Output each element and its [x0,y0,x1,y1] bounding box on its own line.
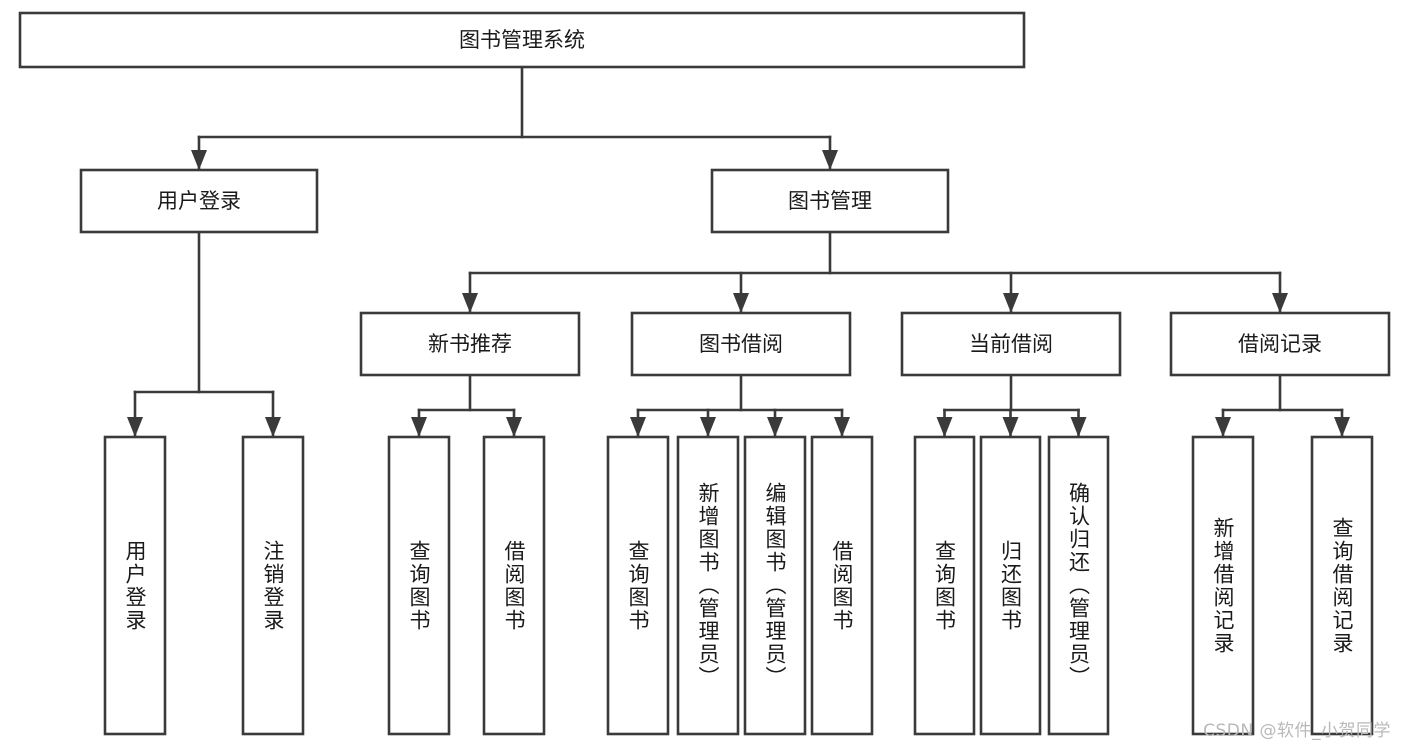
watermark-text: CSDN @软件_小贺同学 [1203,721,1391,741]
arrow-head-icon-leaf-query-book-3 [936,417,953,437]
node-box-leaf-add-book [676,435,740,736]
node-box-leaf-borrow-book-2 [810,435,874,736]
node-label-book-borrow: 图书借阅 [699,332,783,356]
node-label-borrow-record: 借阅记录 [1238,332,1322,356]
arrow-head-icon-book-borrow [733,293,749,313]
node-label-current-borrow: 当前借阅 [969,332,1053,356]
node-box-leaf-query-book-3 [913,435,976,736]
node-box-book-manage [710,168,950,234]
node-box-leaf-query-book-1 [387,435,451,736]
node-box-leaf-confirm-return [1047,435,1110,736]
arrow-head-icon-leaf-logout [265,417,281,437]
arrow-head-icon-leaf-confirm-return [1070,417,1087,437]
arrow-head-icon-leaf-query-record [1334,417,1350,437]
arrow-head-icon-leaf-borrow-book-1 [506,417,522,437]
arrow-head-icon-book-manage [822,150,838,170]
node-label-book-manage: 图书管理 [788,189,872,213]
node-box-root [18,11,1026,69]
connectors-layer [127,65,1350,439]
arrow-head-icon-new-book-rec [462,293,478,313]
arrow-head-icon-leaf-query-book-1 [411,417,427,437]
node-label-new-book-rec: 新书推荐 [428,332,512,356]
node-label-user-login: 用户登录 [157,189,241,213]
node-box-leaf-logout [241,435,305,736]
arrow-head-icon-leaf-user-login [127,417,143,437]
node-box-leaf-query-book-2 [606,435,670,736]
arrow-head-icon-leaf-query-book-2 [630,417,646,437]
arrow-head-icon-user-login [191,150,207,170]
node-box-current-borrow [900,311,1122,377]
arrow-head-icon-current-borrow [1003,293,1019,313]
arrow-head-icon-leaf-add-record [1215,417,1231,437]
node-box-leaf-return-book [979,435,1042,736]
boxes-layer [18,11,1391,736]
node-box-user-login [79,168,319,234]
arrow-head-icon-leaf-return-book [1002,417,1019,437]
node-box-book-borrow [630,311,852,377]
node-box-leaf-edit-book [743,435,807,736]
node-label-root: 图书管理系统 [459,28,585,52]
arrow-head-icon-leaf-add-book [700,417,716,437]
node-box-new-book-rec [359,311,581,377]
node-box-leaf-query-record [1310,435,1374,736]
node-box-leaf-user-login [103,435,167,736]
node-box-leaf-add-record [1191,435,1255,736]
arrow-head-icon-borrow-record [1272,293,1288,313]
arrow-head-icon-leaf-borrow-book-2 [834,417,850,437]
node-box-leaf-borrow-book-1 [482,435,546,736]
arrow-head-icon-leaf-edit-book [767,417,783,437]
node-box-borrow-record [1169,311,1391,377]
